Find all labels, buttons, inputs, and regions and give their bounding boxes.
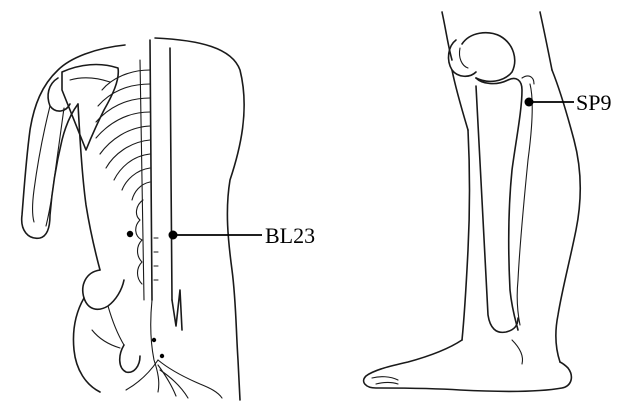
sacral-point-dot-2 (160, 354, 164, 358)
sp9-label: SP9 (576, 90, 611, 115)
sacral-point-dot (152, 338, 156, 342)
spine-point-dot (127, 231, 133, 237)
sp9-annotation: SP9 (525, 90, 612, 115)
back-figure (22, 38, 244, 400)
leg-figure (364, 12, 581, 391)
bl23-annotation: BL23 (169, 223, 316, 248)
bl23-label: BL23 (265, 223, 315, 248)
